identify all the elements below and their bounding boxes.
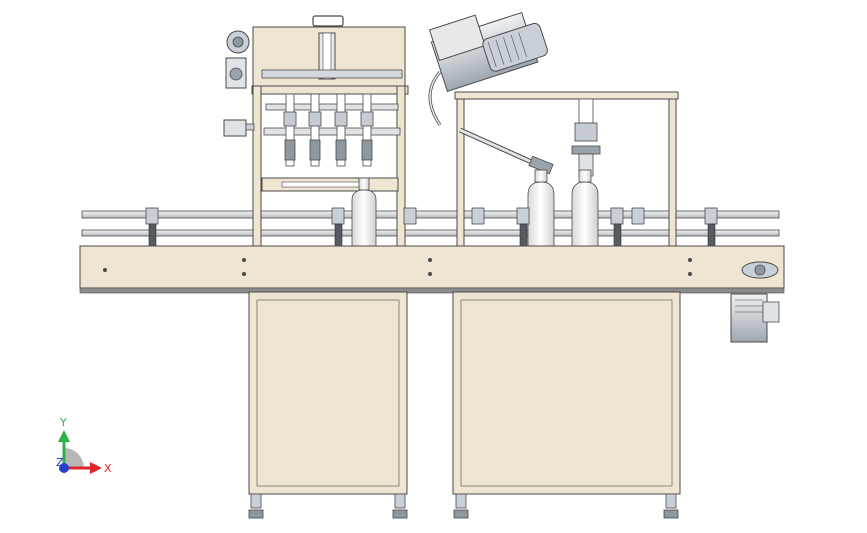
z-axis-label: Z <box>56 456 64 469</box>
y-axis-label: Y <box>59 416 67 429</box>
conveyor-guide-rails <box>81 210 780 237</box>
conveyor-body <box>79 245 785 294</box>
bottle <box>351 177 377 247</box>
filling-nozzles <box>283 93 374 167</box>
capping-station <box>454 91 679 296</box>
bottle <box>571 169 599 247</box>
bottles <box>351 169 599 247</box>
drive-motor <box>730 293 780 343</box>
x-axis-label: X <box>104 462 112 475</box>
capping-cabinet <box>452 291 681 519</box>
bottle <box>527 169 555 247</box>
valve-assembly <box>223 30 255 137</box>
filling-cabinet <box>248 291 408 519</box>
cap-feeder-bowl <box>428 11 548 93</box>
coordinate-triad-icon: Y X Z <box>56 416 112 475</box>
